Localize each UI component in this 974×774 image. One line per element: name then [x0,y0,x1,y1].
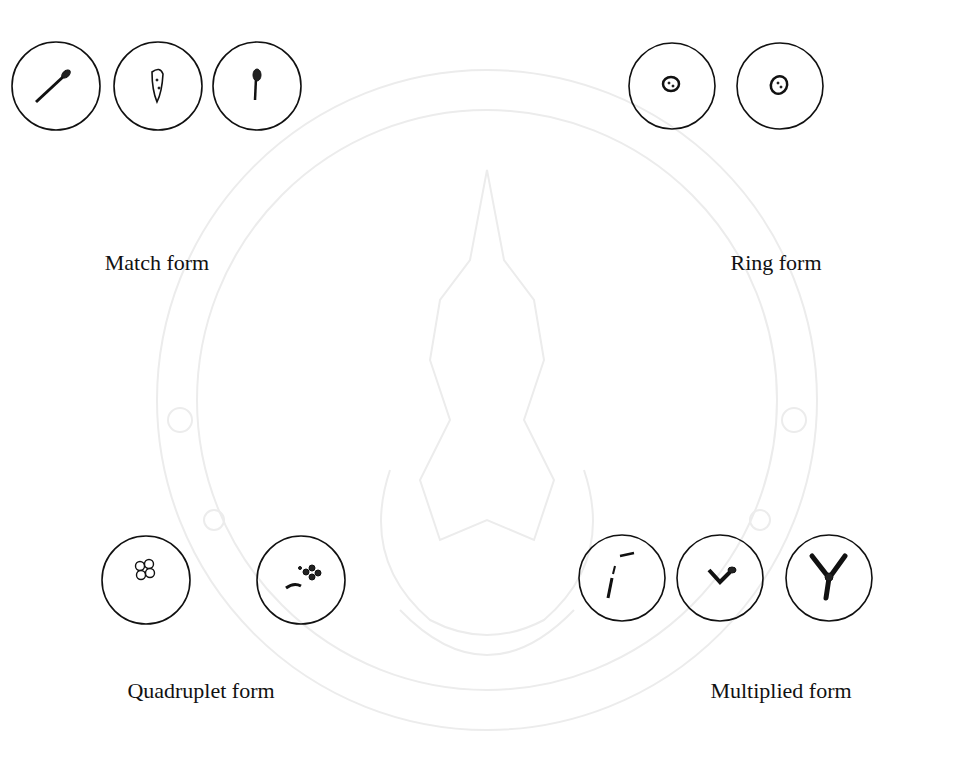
caption-label: Quadruplet form [127,678,274,704]
caption-label: Ring form [730,250,821,276]
spore-shape [36,68,845,598]
caption-label: Multiplied form [710,678,851,704]
watermark-seal [157,70,817,730]
caption-label: Match form [105,250,209,276]
microscope-field [12,42,872,624]
